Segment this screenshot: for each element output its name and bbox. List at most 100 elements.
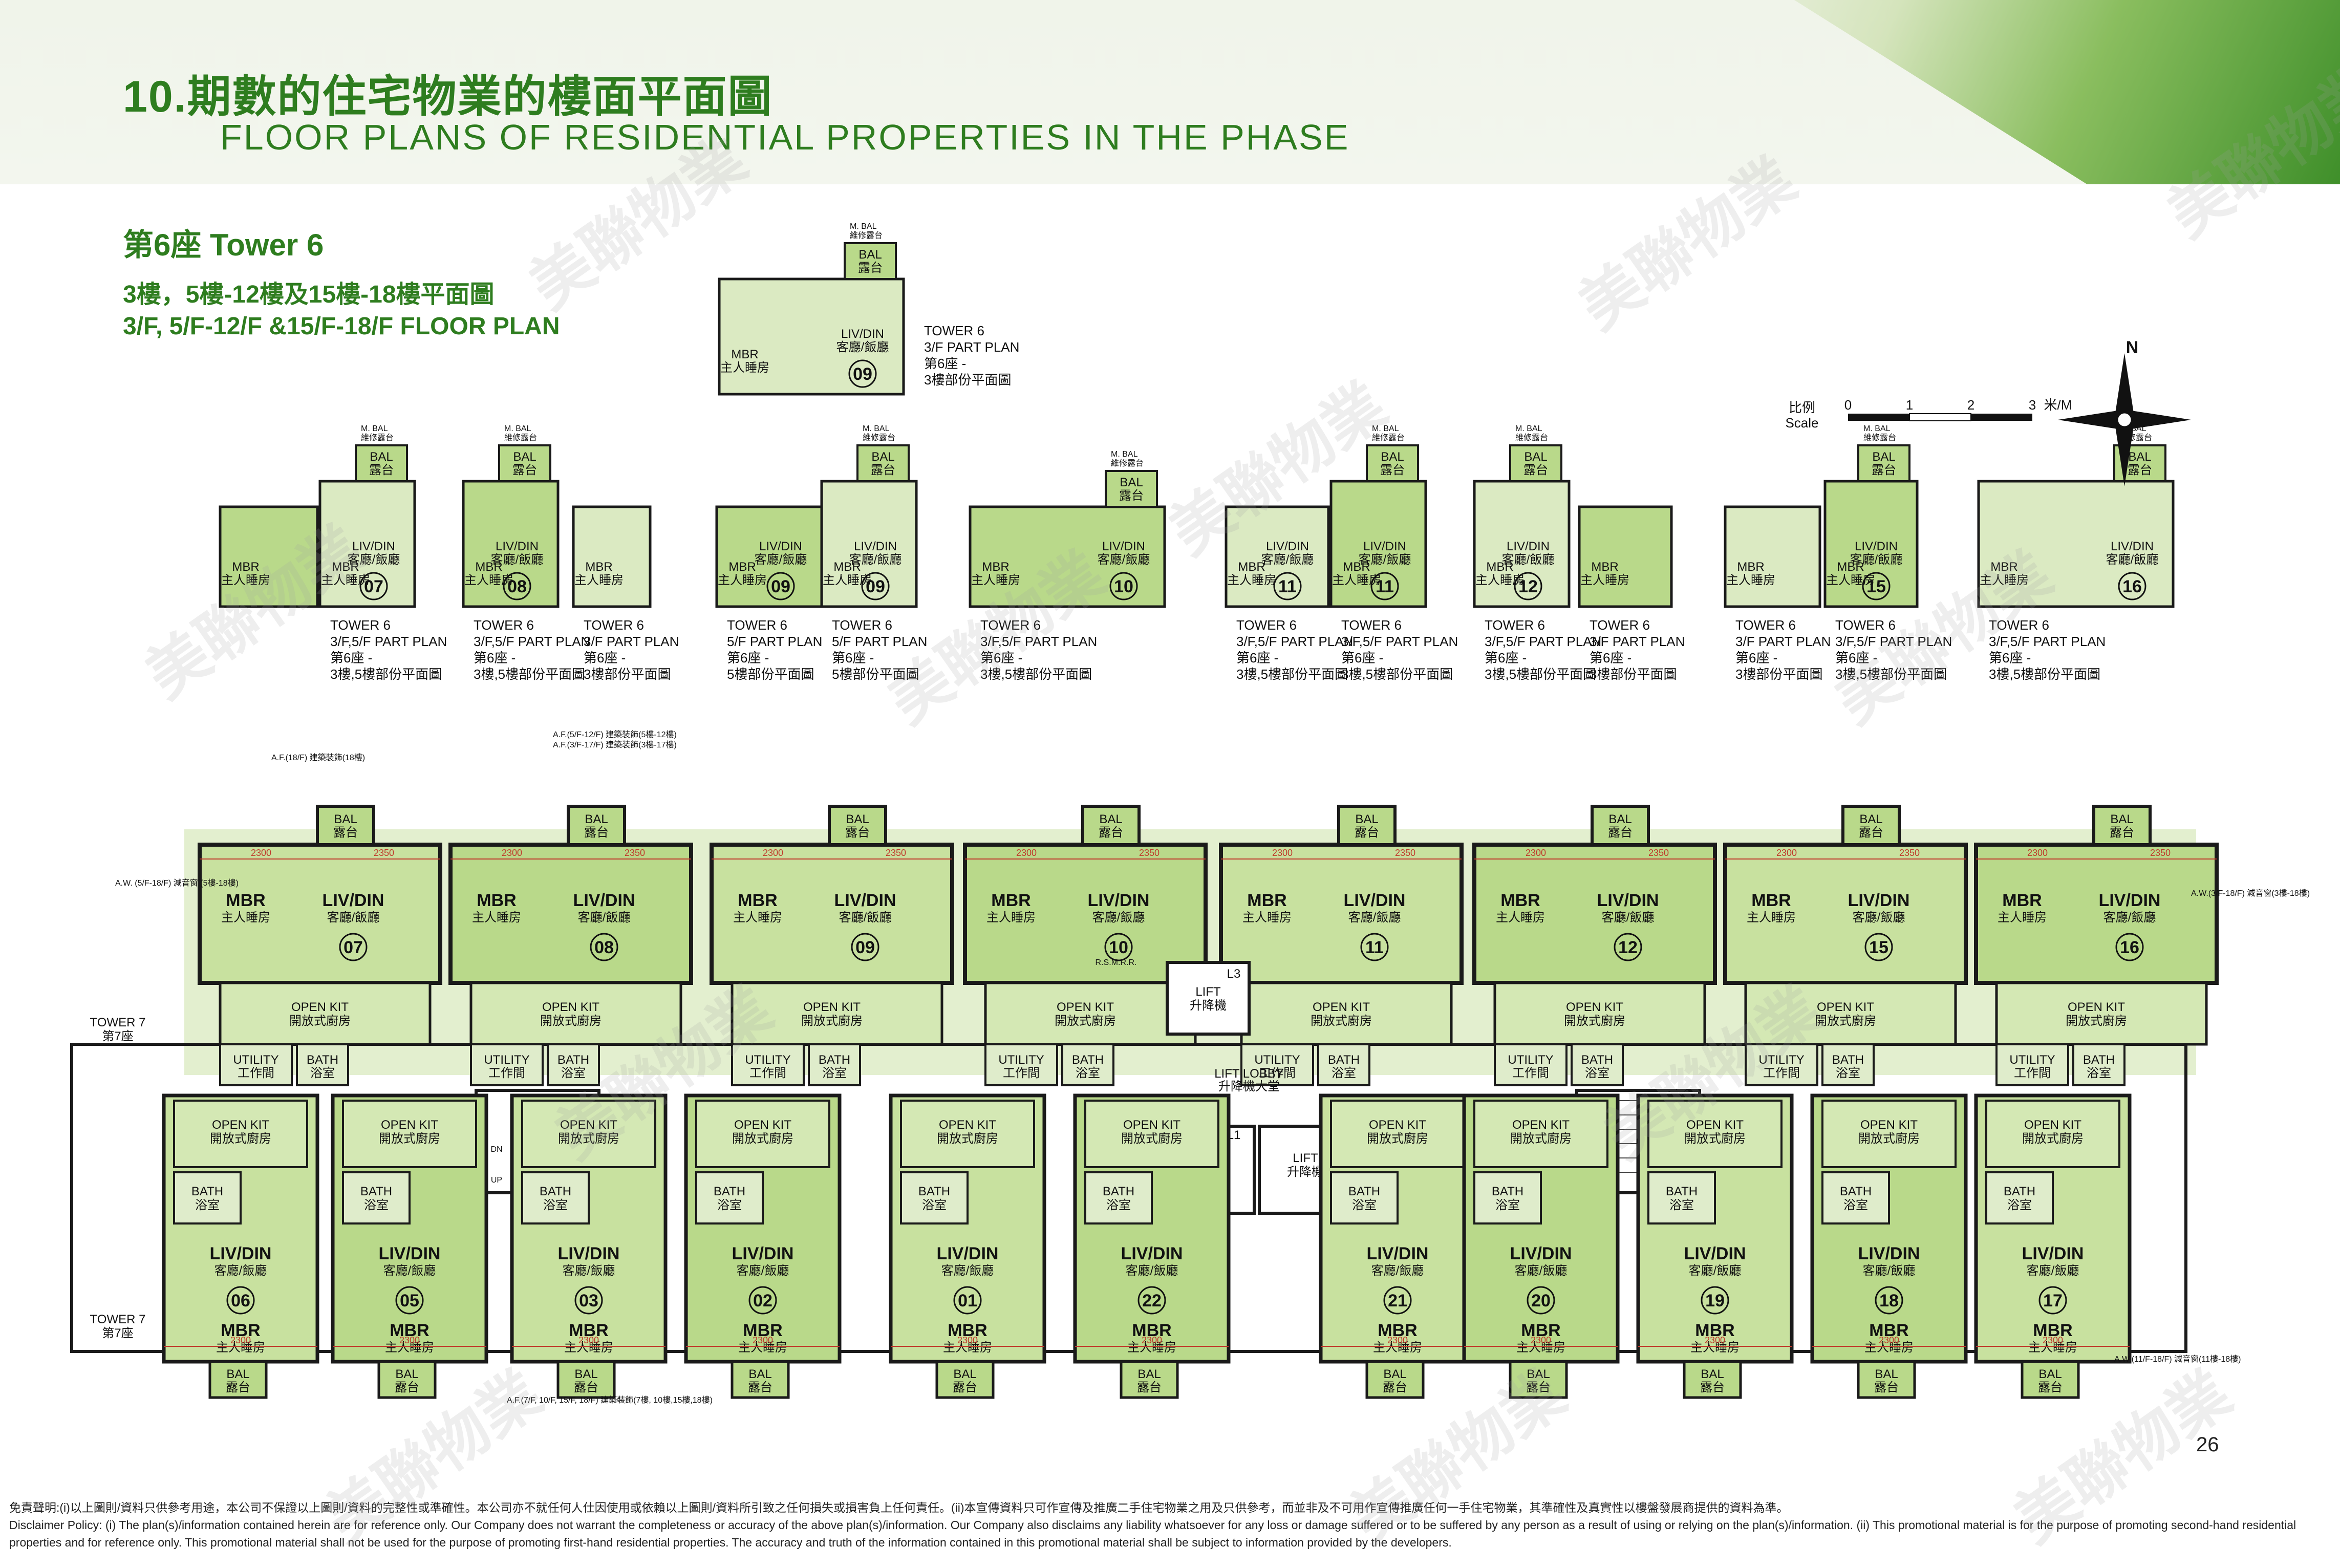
- north-arrow-shape: [2114, 353, 2135, 420]
- livdin-label: LIV/DIN: [1858, 1244, 1920, 1263]
- balcony-label-zh: 露台: [1700, 1381, 1725, 1394]
- part-plan-caption-zh: 第6座 -: [727, 650, 769, 665]
- dimension-value: 2300: [1016, 848, 1037, 858]
- livdin-label: LIV/DIN: [2111, 540, 2154, 553]
- open-kitchen-label-zh: 開放式廚房: [1564, 1014, 1625, 1028]
- open-kitchen: [1473, 1100, 1608, 1168]
- unit-number: 02: [753, 1291, 772, 1311]
- north-arrow-shape: [2124, 410, 2191, 430]
- unit-balcony: [2092, 805, 2152, 846]
- bottom-unit-06: OPEN KIT開放式廚房BATH浴室LIV/DIN客廳/飯廳06MBR主人睡房…: [162, 1093, 319, 1399]
- part-plan-caption-en2: 3/F,5/F PART PLAN: [1989, 634, 2106, 649]
- dimension-value: 2300: [578, 1335, 599, 1345]
- part-plan-caption-en: TOWER 6: [924, 323, 984, 338]
- dimension-value: 2300: [1387, 1335, 1408, 1345]
- mbr-label: MBR: [332, 560, 359, 574]
- tower7-label-zh: 第7座: [102, 1029, 133, 1043]
- part-plan-balcony: [1105, 470, 1158, 508]
- dimension-value: 2350: [1395, 848, 1415, 858]
- bath-label: BATH: [360, 1185, 392, 1198]
- open-kitchen-label: OPEN KIT: [1123, 1118, 1180, 1132]
- balcony-label-zh: 露台: [748, 1381, 772, 1394]
- bath-room: [1061, 1043, 1114, 1086]
- livdin-label: LIV/DIN: [1507, 540, 1550, 553]
- part-plan-caption-en2: 3/F,5/F PART PLAN: [474, 634, 590, 649]
- part-plan-unit-circle: [1514, 572, 1542, 600]
- unit-balcony: [1365, 1360, 1425, 1399]
- balcony-label: BAL: [395, 1367, 418, 1381]
- dimension-value: 2350: [1648, 848, 1669, 858]
- lift-number: L3: [1227, 967, 1241, 981]
- bath-room: [173, 1171, 242, 1225]
- open-kitchen: [1240, 981, 1453, 1046]
- scale-tick: 1: [1906, 397, 1913, 413]
- unit-number: 12: [1618, 938, 1638, 957]
- mbr-label: MBR: [728, 560, 756, 574]
- part-plan-unit-circle: [1862, 572, 1891, 600]
- part-plan-caption-en2: 3/F,5/F PART PLAN: [1341, 634, 1458, 649]
- mbr-label: MBR: [1486, 560, 1513, 574]
- livdin-label: LIV/DIN: [1344, 891, 1406, 910]
- bath-label-zh: 浴室: [2007, 1198, 2032, 1212]
- bath-room: [1571, 1043, 1624, 1086]
- open-kitchen-label-zh: 開放式廚房: [801, 1014, 863, 1028]
- part-plan-caption-zh: 第6座 -: [330, 650, 372, 665]
- part-plan-caption-zh: 第6座 -: [832, 650, 874, 665]
- bath-room: [1317, 1043, 1370, 1086]
- open-kitchen-label: OPEN KIT: [1860, 1118, 1918, 1132]
- unit-number: 20: [1531, 1291, 1551, 1311]
- open-kitchen-label-zh: 開放式廚房: [1311, 1014, 1372, 1028]
- part-plan-caption-en: TOWER 6: [727, 617, 787, 633]
- unit-balcony: [1120, 1360, 1179, 1399]
- part-plan-caption-en: TOWER 6: [1735, 617, 1796, 633]
- part-plan-caption-en: TOWER 6: [980, 617, 1041, 633]
- mbr-label: MBR: [1695, 1321, 1734, 1340]
- livdin-label-zh: 客廳/飯廳: [849, 553, 902, 567]
- dimension-value: 2350: [625, 848, 645, 858]
- utility-room: [219, 1043, 293, 1086]
- unit-circle: [574, 1286, 603, 1315]
- mbal-label: M. BAL: [1111, 450, 1138, 459]
- floor-plan-title-zh: 3樓，5樓-12樓及15樓-18樓平面圖: [123, 281, 495, 308]
- mbal-label-zh: 維修露台: [1111, 459, 1144, 468]
- unit-circle: [953, 1286, 982, 1315]
- mbr-label-zh: 主人睡房: [574, 573, 624, 587]
- bath-room: [1985, 1171, 2054, 1225]
- livdin-label: LIV/DIN: [210, 1244, 272, 1263]
- livdin-label-zh: 客廳/飯廳: [839, 911, 892, 925]
- utility-label: UTILITY: [1758, 1053, 1804, 1067]
- balcony-label: BAL: [2038, 1367, 2062, 1381]
- unit-number: 01: [958, 1291, 977, 1311]
- bath-label: BATH: [1832, 1053, 1864, 1067]
- unit-balcony: [1683, 1360, 1742, 1399]
- mbr-label: MBR: [1132, 1321, 1171, 1340]
- open-kitchen-label-zh: 開放式廚房: [1055, 1014, 1116, 1028]
- part-plan-unit-circle: [1109, 572, 1138, 600]
- livdin-label: LIV/DIN: [573, 891, 635, 910]
- mbr-label: MBR: [477, 891, 516, 910]
- dimension-value: 2300: [1705, 1335, 1725, 1345]
- utility-label-zh: 工作間: [1003, 1066, 1040, 1080]
- dimension-value: 2300: [763, 848, 783, 858]
- dimension-value: 2300: [957, 1335, 978, 1345]
- mbr-label-zh: 主人睡房: [1980, 573, 2029, 587]
- part-plan-caption-zh2: 3樓,5樓部份平面圖: [330, 667, 442, 682]
- open-kitchen-label-zh: 開放式廚房: [937, 1132, 998, 1146]
- part-plan-caption-zh2: 3樓,5樓部份平面圖: [1236, 667, 1348, 682]
- open-kitchen-label: OPEN KIT: [1369, 1118, 1426, 1132]
- part-plan-room: [462, 480, 560, 608]
- livdin-label-zh: 客廳/飯廳: [1850, 553, 1903, 567]
- livdin-label: LIV/DIN: [352, 540, 395, 553]
- bottom-unit-20: OPEN KIT開放式廚房BATH浴室LIV/DIN客廳/飯廳20MBR主人睡房…: [1462, 1093, 1620, 1399]
- balcony-label-zh: 露台: [395, 1381, 419, 1394]
- mbr-label: MBR: [1378, 1321, 1417, 1340]
- unit-number: 07: [344, 938, 363, 957]
- part-plan-caption-zh2: 3樓部份平面圖: [584, 667, 671, 682]
- utility-label-zh: 工作間: [238, 1066, 274, 1080]
- part-plan-caption-en: TOWER 6: [1341, 617, 1402, 633]
- af-note: A.F.(7/F, 10/F, 15/F, 18/F) 建築裝飾(7樓, 10樓…: [507, 1395, 713, 1405]
